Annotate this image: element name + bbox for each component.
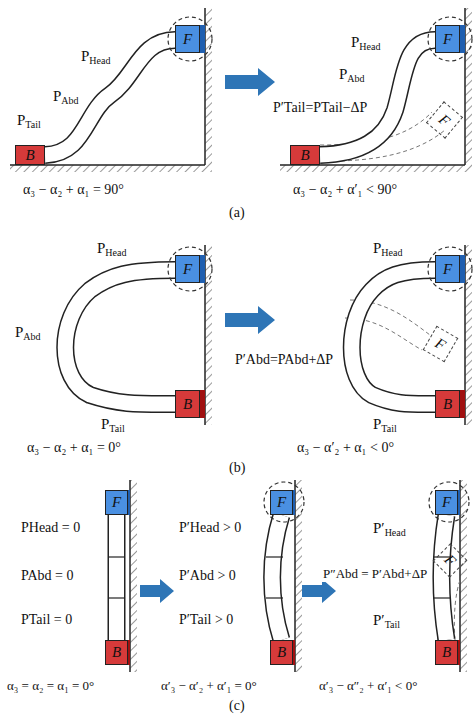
back-foot: B (290, 145, 320, 165)
front-foot: F (105, 490, 128, 515)
tube-stroke (320, 40, 435, 155)
foot-letter: F (443, 262, 452, 277)
front-foot: F (435, 490, 458, 515)
pressure-label: PTail = 0 (20, 612, 73, 628)
ghost-foot: F (426, 101, 463, 139)
pressure-label: P′Head > 0 (178, 520, 242, 536)
angle-equation: α₃ − α₂ + α₁ = 90° (22, 182, 125, 198)
angle-equation: α′₃ − α″₂ + α′₁ < 0° (318, 678, 418, 694)
foot-letter: F (441, 552, 458, 569)
tube-stroke (65, 270, 175, 404)
tube-stroke (45, 40, 175, 155)
foot-letter: B (277, 645, 286, 660)
back-foot: B (15, 145, 45, 165)
step-arrows (140, 68, 336, 603)
foot-letter: F (183, 32, 192, 47)
pressure-label: PHead = 0 (20, 520, 81, 536)
pressure-label: P″Abd = P′Abd+ΔP (322, 566, 428, 582)
tube-stroke (352, 270, 435, 404)
panel-label: (b) (228, 460, 246, 476)
pressure-label: PTail (100, 416, 126, 437)
tube-stroke (109, 515, 124, 640)
front-foot: F (435, 25, 460, 53)
foot-letter: F (443, 32, 452, 47)
foot-letter: B (112, 645, 121, 660)
pressure-label: PAbd = 0 (20, 568, 75, 584)
back-foot: B (105, 640, 128, 665)
tube-stroke (45, 40, 175, 155)
pressure-label: P′Tail > 0 (178, 612, 234, 628)
soft-body (45, 40, 447, 640)
panel-label: (a) (228, 205, 246, 221)
angle-equation: α₃ − α′₂ + α₁ < 0° (296, 440, 395, 456)
front-foot: F (270, 490, 293, 515)
foot-letter: F (112, 495, 121, 510)
tube-stroke (272, 515, 281, 640)
pressure-label: PAbd (338, 66, 366, 87)
foot-letter: F (277, 495, 286, 510)
pressure-label: PHead (372, 240, 403, 261)
pressure-label: PTail (372, 416, 398, 437)
pressure-label: P′Head (372, 520, 407, 541)
front-foot: F (435, 255, 460, 283)
foot-letter: B (443, 397, 452, 412)
pressure-label: P′Tail=PTail−ΔP (272, 100, 368, 116)
tube-stroke (65, 270, 175, 404)
pressure-label: PAbd (14, 324, 42, 345)
front-foot: F (175, 25, 200, 53)
pressure-label: P′Abd > 0 (178, 568, 237, 584)
back-foot: B (270, 640, 293, 665)
pressure-label: P′Abd=PAbd+ΔP (234, 352, 334, 368)
angle-equation: α₃ − α₂ + α₁ = 0° (26, 440, 122, 456)
panel-label: (c) (228, 698, 246, 714)
tube-stroke (320, 40, 435, 155)
foot-letter: F (433, 335, 448, 353)
back-foot: B (175, 390, 200, 418)
walls (10, 8, 465, 672)
tube-stroke (108, 515, 126, 640)
pressure-label: P′Tail (372, 612, 401, 633)
tube-stroke (272, 515, 281, 640)
front-foot: F (175, 255, 200, 283)
pressure-label: PHead (80, 48, 111, 69)
pressure-label: PHead (350, 34, 381, 55)
focus-circles (168, 17, 472, 522)
pressure-label: PTail (16, 112, 42, 133)
mount-plates (128, 25, 465, 665)
ghost-foot: F (423, 326, 459, 363)
angle-equation: α₃ − α₂ + α′₁ < 90° (292, 182, 398, 198)
angle-equation: α′₃ − α′₂ + α′₁ = 0° (160, 678, 258, 694)
foot-letter: F (442, 495, 451, 510)
foot-letter: F (436, 111, 453, 128)
foot-letter: B (183, 397, 192, 412)
tube-stroke (442, 515, 447, 640)
foot-letter: F (183, 262, 192, 277)
tube-stroke (442, 515, 447, 640)
pressure-label: PAbd (52, 88, 80, 109)
pressure-label: PHead (96, 240, 127, 261)
wall-hatching (10, 8, 472, 672)
tube-stroke (352, 270, 435, 404)
foot-letter: B (300, 148, 309, 163)
foot-letter: B (442, 645, 451, 660)
back-foot: B (435, 640, 458, 665)
back-foot: B (435, 390, 460, 418)
foot-letter: B (25, 148, 34, 163)
angle-equation: α₃ = α₂ = α₁ = 0° (6, 678, 95, 694)
